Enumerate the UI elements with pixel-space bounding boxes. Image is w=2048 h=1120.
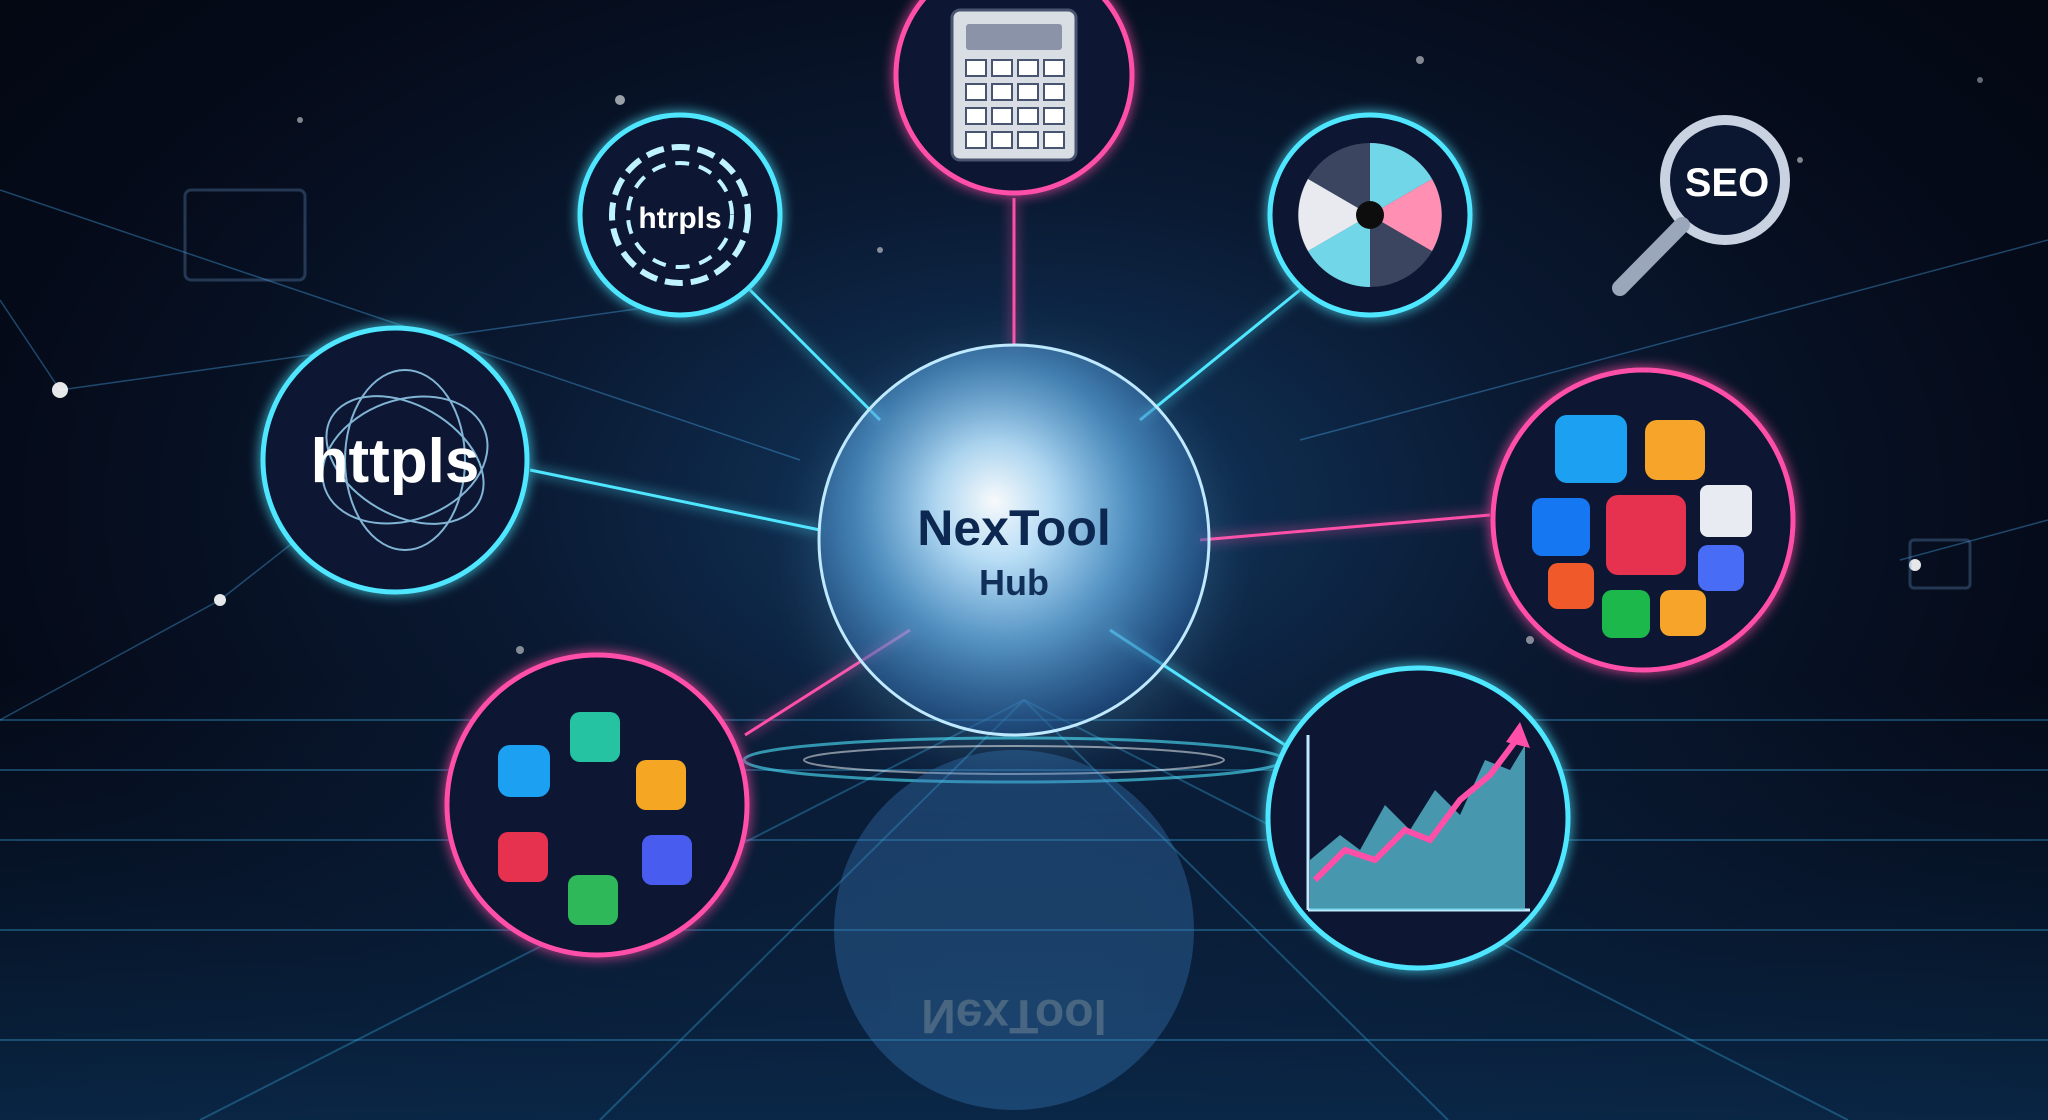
hub-reflection: NexTool xyxy=(834,750,1194,1110)
calculator-node[interactable] xyxy=(893,0,1135,196)
twitter-icon xyxy=(1555,415,1627,483)
app-icon xyxy=(570,712,620,762)
tool-icon xyxy=(1700,485,1752,537)
reflection-label: NexTool xyxy=(921,989,1107,1042)
hub-subtitle: Hub xyxy=(979,562,1049,603)
app-icon-small xyxy=(1548,563,1594,609)
https-node[interactable]: httpls xyxy=(260,325,530,595)
app-icon xyxy=(1606,495,1686,575)
social-apps-node[interactable] xyxy=(1490,367,1796,673)
calculator-icon xyxy=(950,8,1078,162)
seo-search-node[interactable]: SEO xyxy=(1612,115,1790,296)
spin-wheel-node[interactable] xyxy=(1267,112,1473,318)
app-icon-red xyxy=(498,832,548,882)
google-icon xyxy=(1698,545,1744,591)
twitter-icon xyxy=(498,745,550,797)
seo-label: SEO xyxy=(1685,161,1769,205)
orbit-icon xyxy=(321,369,489,551)
app-icon-green xyxy=(568,875,618,925)
facebook-icon xyxy=(1532,498,1590,556)
spin-wheel-icon xyxy=(1298,143,1442,287)
hub-orb[interactable]: NexTool Hub xyxy=(742,325,1286,785)
analytics-chart-node[interactable] xyxy=(1265,665,1571,971)
chain-icon xyxy=(609,144,751,286)
skype-icon xyxy=(1660,590,1706,636)
vlc-icon xyxy=(636,760,686,810)
faint-glyphs xyxy=(183,188,1972,590)
chain-label: htrpls xyxy=(638,202,721,235)
instagram-icon xyxy=(1645,420,1705,480)
https-label: httpls xyxy=(311,427,480,496)
chain-link-node[interactable]: htrpls xyxy=(577,112,783,318)
app-cluster-node[interactable] xyxy=(444,652,750,958)
app-icon-blue xyxy=(642,835,692,885)
facebook-icon-green xyxy=(1602,590,1650,638)
hub-title: NexTool xyxy=(917,500,1111,556)
trend-chart-icon xyxy=(1306,722,1530,912)
